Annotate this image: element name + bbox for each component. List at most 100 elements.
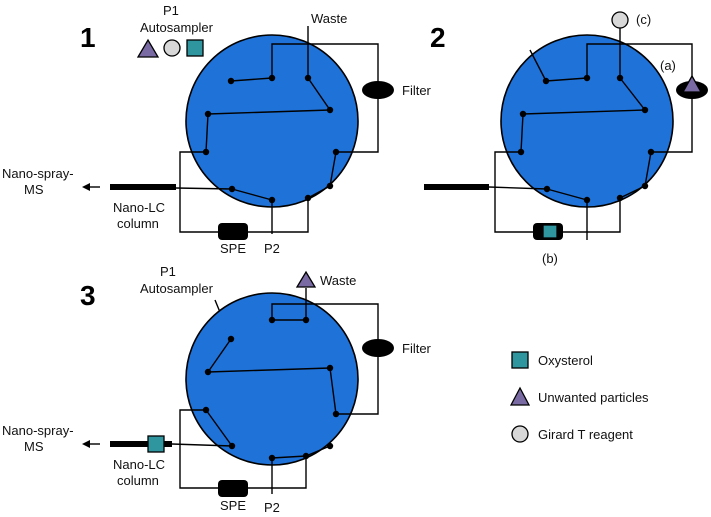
panel-2: 2 (c) (a) (b) [424, 11, 708, 266]
spe-return-line [248, 198, 309, 233]
internal-connection [619, 77, 646, 111]
p1-label-line1: P1 [160, 264, 176, 279]
valve-port [326, 106, 334, 114]
panel-1: 1 P1 Autosampler Waste Filter [2, 3, 432, 256]
column-connection [488, 186, 548, 190]
spe-label: SPE [220, 241, 246, 256]
label-a: (a) [660, 58, 676, 73]
waste-label: Waste [311, 11, 347, 26]
ms-label-line2: MS [24, 439, 44, 454]
internal-connection [522, 109, 646, 115]
filter-return-line [651, 98, 693, 153]
internal-connection [207, 109, 331, 115]
valve-port [583, 74, 591, 82]
unwanted-particles-triangle-icon [136, 38, 160, 58]
valve-port [268, 196, 276, 204]
spe-line [494, 151, 533, 233]
valve-port [304, 74, 312, 82]
valve-port [302, 316, 310, 324]
spe-cartridge [218, 480, 248, 497]
valve-port [616, 74, 624, 82]
valve-port [204, 110, 212, 118]
spe-return-line [563, 198, 621, 233]
panel-number-3: 3 [80, 280, 96, 311]
oxysterol-square-icon [511, 351, 529, 369]
ms-label-line1: Nano-spray- [2, 166, 74, 181]
internal-connection [305, 445, 331, 457]
valve-port [641, 106, 649, 114]
valve-port [583, 196, 591, 204]
valve-port [332, 148, 340, 156]
valve-port [641, 182, 649, 190]
valve-port [268, 454, 276, 462]
legend-label-girard: Girard T reagent [538, 427, 633, 442]
valve-port [268, 74, 276, 82]
girard-t-circle-icon [611, 11, 629, 29]
valve-port [519, 110, 527, 118]
spe-return-line [248, 456, 307, 489]
column-label-line2: column [117, 216, 159, 231]
ms-arrowhead [82, 440, 90, 448]
p2-label: P2 [264, 241, 280, 256]
valve-port [302, 452, 310, 460]
legend-label-unwanted: Unwanted particles [538, 390, 649, 405]
filter-return-line [336, 355, 379, 415]
valve-port [204, 368, 212, 376]
valve-port [543, 185, 551, 193]
valve-port [227, 335, 235, 343]
girard-t-circle-icon [511, 425, 529, 443]
valve-port [647, 148, 655, 156]
column-connection [171, 443, 233, 447]
valve-port [268, 316, 276, 324]
internal-connection [329, 151, 337, 187]
unwanted-particles-triangle-icon [295, 270, 317, 288]
valve-port [227, 77, 235, 85]
internal-connection [619, 185, 646, 199]
filter-label: Filter [402, 83, 432, 98]
waste-label: Waste [320, 273, 356, 288]
p1-label-line1: P1 [163, 3, 179, 18]
panel-number-1: 1 [80, 22, 96, 53]
autosampler-line [529, 49, 547, 82]
valve-port [202, 406, 210, 414]
valve-port [616, 194, 624, 202]
girard-t-circle-icon [163, 39, 181, 57]
label-c: (c) [636, 12, 651, 27]
legend: Oxysterol Unwanted particles Girard T re… [509, 351, 649, 443]
internal-connection [230, 77, 273, 82]
valve-port [304, 194, 312, 202]
panel-number-2: 2 [430, 22, 446, 53]
internal-connection [307, 77, 331, 111]
filter-label: Filter [402, 341, 432, 356]
internal-connection [545, 77, 588, 82]
spe-label: SPE [220, 498, 246, 513]
autosampler-label: Autosampler [140, 20, 214, 35]
internal-connection [520, 113, 524, 153]
ms-label-line1: Nano-spray- [2, 423, 74, 438]
internal-connection [271, 455, 307, 459]
unwanted-particles-triangle-icon [509, 386, 531, 406]
column-connection [175, 187, 233, 190]
panel-3: 3 P1 Autosampler Waste Filter [2, 264, 432, 515]
unwanted-particles-triangle-icon [681, 74, 703, 93]
ms-label-line2: MS [24, 182, 44, 197]
valve-port [202, 148, 210, 156]
internal-connection [329, 367, 337, 415]
spe-cartridge [218, 223, 248, 240]
internal-connection [205, 113, 209, 153]
internal-connection [546, 188, 588, 201]
filter-icon [362, 339, 394, 357]
ms-arrowhead [82, 183, 90, 191]
autosampler-label: Autosampler [140, 281, 214, 296]
valve-port [517, 148, 525, 156]
valve-port [542, 77, 550, 85]
label-b: (b) [542, 251, 558, 266]
internal-connection [231, 188, 273, 201]
legend-label-oxysterol: Oxysterol [538, 353, 593, 368]
filter-icon [362, 81, 394, 99]
valve-port [228, 185, 236, 193]
valve-port [332, 410, 340, 418]
spe-line [179, 151, 218, 233]
valve-port [326, 364, 334, 372]
